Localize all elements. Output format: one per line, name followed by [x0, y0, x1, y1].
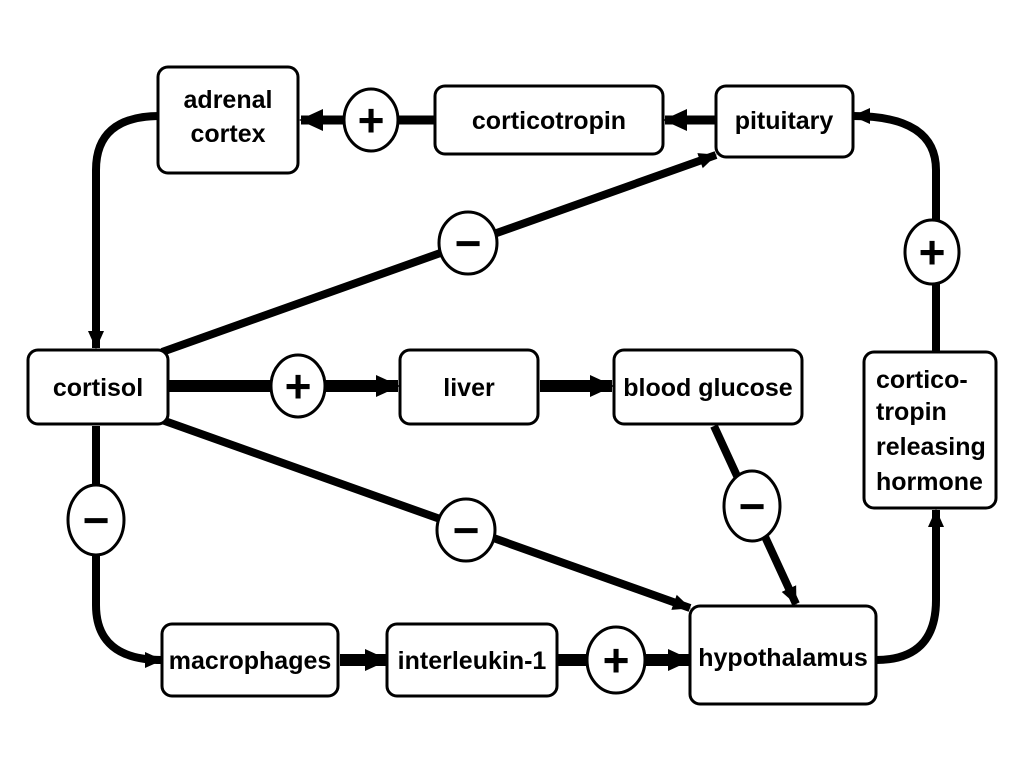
node-blood-glucose: blood glucose	[612, 348, 804, 426]
edge-cortisol-to-hypothalamus	[160, 416, 692, 612]
sign-interleukin-to-hypothalamus-plus: +	[585, 625, 647, 695]
node-hypothalamus: hypothalamus	[688, 604, 878, 706]
node-macrophages: macrophages	[160, 622, 340, 698]
edge-cortisol-to-macrophages	[92, 426, 163, 668]
node-label: adrenal	[184, 86, 273, 114]
sign-symbol: +	[358, 94, 385, 146]
node-corticotropin: corticotropin	[433, 84, 665, 156]
edge-adrenal-cortex-to-cortisol	[88, 112, 161, 349]
sign-crh-to-pituitary-plus: +	[903, 218, 961, 286]
sign-symbol: +	[603, 634, 630, 686]
sign-glucose-to-hypothalamus-minus: −	[722, 469, 782, 543]
node-label: corticotropin	[472, 107, 626, 135]
edge-hypothalamus-to-crh	[875, 509, 944, 664]
node-label: blood glucose	[623, 374, 793, 402]
sign-symbol: −	[739, 480, 766, 532]
node-liver: liver	[398, 348, 540, 426]
node-label: releasing	[876, 433, 986, 461]
sign-corticotropin-to-adrenal-plus: +	[342, 87, 400, 153]
sign-cortisol-to-pituitary-minus: −	[437, 210, 499, 276]
sign-cortisol-to-macrophages-minus: −	[66, 483, 126, 557]
sign-symbol: −	[455, 217, 482, 269]
node-label: hypothalamus	[698, 644, 867, 672]
sign-symbol: −	[453, 504, 480, 556]
sign-symbol: +	[919, 226, 946, 278]
node-label: pituitary	[735, 107, 834, 135]
node-adrenal-cortex: adrenal cortex	[156, 65, 300, 175]
sign-cortisol-to-liver-plus: +	[269, 353, 327, 419]
node-label: macrophages	[169, 647, 332, 675]
edge-cortisol-to-pituitary	[160, 151, 718, 356]
sign-cortisol-to-hypothalamus-minus: −	[435, 497, 497, 563]
node-label: tropin	[876, 398, 947, 426]
node-label: cortisol	[53, 374, 143, 402]
edge-crh-to-pituitary	[852, 108, 940, 352]
node-cortisol: cortisol	[26, 348, 170, 426]
node-label: hormone	[876, 468, 983, 496]
node-label: cortex	[190, 120, 265, 148]
node-corticotropin-releasing-hormone: cortico- tropin releasing hormone	[862, 350, 998, 510]
node-interleukin-1: interleukin-1	[385, 622, 559, 698]
node-label: liver	[443, 374, 495, 402]
node-label: interleukin-1	[398, 647, 547, 675]
sign-symbol: +	[285, 360, 312, 412]
node-label: cortico-	[876, 366, 968, 394]
sign-symbol: −	[83, 494, 110, 546]
node-pituitary: pituitary	[714, 84, 855, 159]
